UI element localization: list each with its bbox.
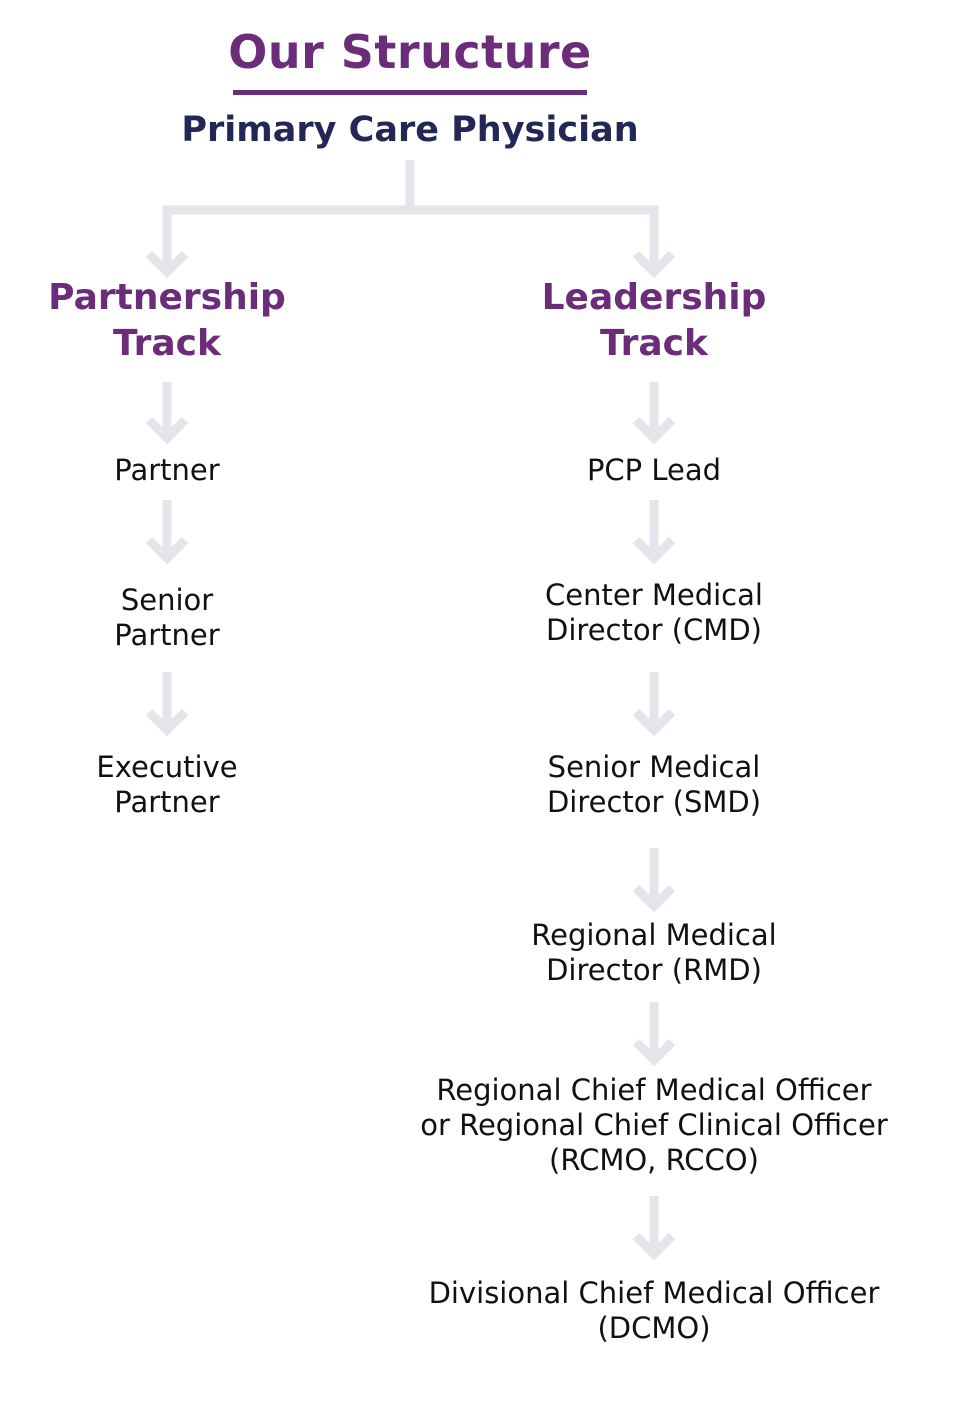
node-center-medical-director: Center Medical Director (CMD) bbox=[545, 578, 763, 647]
page-subtitle: Primary Care Physician bbox=[181, 110, 639, 150]
node-senior-medical-director: Senior Medical Director (SMD) bbox=[546, 750, 762, 819]
arrowhead-leadership bbox=[632, 250, 676, 279]
arrowhead-partnership bbox=[145, 250, 189, 279]
node-executive-partner: Executive Partner bbox=[96, 750, 238, 819]
node-partner: Partner bbox=[114, 453, 220, 487]
page-title: Our Structure bbox=[228, 25, 592, 79]
connector-split bbox=[162, 160, 415, 268]
node-pcp-lead: PCP Lead bbox=[586, 453, 722, 487]
node-divisional-chief-medical-officer: Divisional Chief Medical Officer (DCMO) bbox=[428, 1276, 880, 1345]
connector-split-right bbox=[410, 205, 659, 268]
partnership-track-heading: Partnership Track bbox=[48, 277, 286, 364]
leadership-track-heading: Leadership Track bbox=[541, 277, 767, 364]
node-regional-medical-director: Regional Medical Director (RMD) bbox=[531, 918, 777, 987]
node-regional-chief-officer: Regional Chief Medical Officer or Region… bbox=[420, 1073, 888, 1177]
node-senior-partner: Senior Partner bbox=[114, 583, 220, 652]
title-underline bbox=[233, 90, 587, 95]
